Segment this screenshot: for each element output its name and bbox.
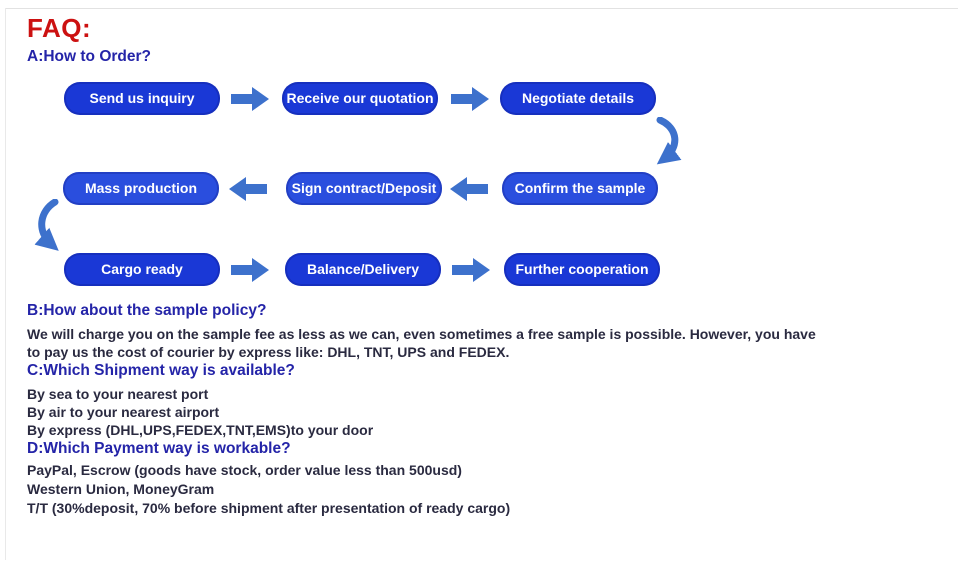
section-c-line: By air to your nearest airport (27, 404, 220, 420)
faq-title: FAQ: (27, 13, 92, 43)
flow-step-negotiate-details: Negotiate details (500, 82, 656, 115)
flow-step-balance-delivery: Balance/Delivery (285, 253, 441, 286)
flow-arrow-right-icon (451, 87, 489, 111)
flow-arrow-left-icon (229, 177, 267, 201)
page-left-border (5, 8, 6, 560)
section-c-heading: C:Which Shipment way is available? (27, 362, 295, 379)
flow-step-send-inquiry: Send us inquiry (64, 82, 220, 115)
flow-step-cargo-ready: Cargo ready (64, 253, 220, 286)
flow-step-confirm-sample: Confirm the sample (502, 172, 658, 205)
curve-arrow-down-right-icon (32, 198, 76, 261)
section-b-line: We will charge you on the sample fee as … (27, 326, 816, 342)
page-top-border (5, 8, 958, 9)
flow-step-sign-contract: Sign contract/Deposit (286, 172, 442, 205)
section-d-line: PayPal, Escrow (goods have stock, order … (27, 462, 462, 478)
section-c-line: By sea to your nearest port (27, 386, 209, 402)
flow-step-mass-production: Mass production (63, 172, 219, 205)
curve-arrow-down-left-icon (642, 116, 686, 175)
flow-arrow-right-icon (452, 258, 490, 282)
section-b-line: to pay us the cost of courier by express… (27, 344, 510, 360)
section-a-heading: A:How to Order? (27, 48, 151, 65)
flow-arrow-right-icon (231, 258, 269, 282)
flow-arrow-left-icon (450, 177, 488, 201)
section-d-line: T/T (30%deposit, 70% before shipment aft… (27, 500, 511, 516)
flow-step-receive-quotation: Receive our quotation (282, 82, 438, 115)
flow-step-further-cooperation: Further cooperation (504, 253, 660, 286)
section-b-heading: B:How about the sample policy? (27, 302, 267, 319)
section-d-heading: D:Which Payment way is workable? (27, 440, 291, 457)
section-c-line: By express (DHL,UPS,FEDEX,TNT,EMS)to you… (27, 422, 374, 438)
flow-arrow-right-icon (231, 87, 269, 111)
section-d-line: Western Union, MoneyGram (27, 481, 215, 497)
